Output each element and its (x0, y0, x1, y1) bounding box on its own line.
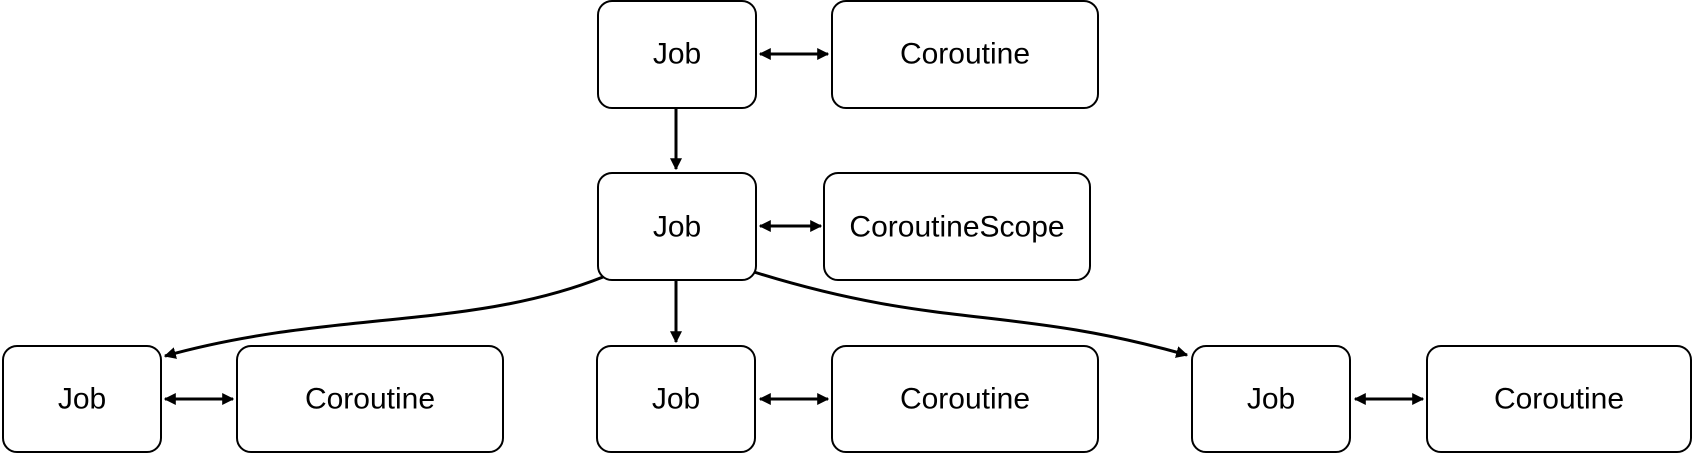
edge-scope-job-to-left-job (163, 275, 604, 359)
node-label: Job (652, 383, 700, 416)
node-right-job: Job (1191, 345, 1351, 453)
node-root-job: Job (597, 0, 757, 109)
edges (163, 48, 1425, 405)
node-label: CoroutineScope (849, 211, 1064, 244)
node-middle-coroutine: Coroutine (831, 345, 1099, 453)
edge-scope-job-to-right-job (753, 270, 1189, 358)
node-label: Job (1247, 383, 1295, 416)
node-left-coroutine: Coroutine (236, 345, 504, 453)
node-label: Job (653, 211, 701, 244)
node-root-coroutine: Coroutine (831, 0, 1099, 109)
node-middle-job: Job (596, 345, 756, 453)
node-scope-job: Job (597, 172, 757, 281)
node-label: Coroutine (1494, 383, 1624, 416)
node-coroutine-scope: CoroutineScope (823, 172, 1091, 281)
node-right-coroutine: Coroutine (1426, 345, 1692, 453)
node-left-job: Job (2, 345, 162, 453)
node-label: Coroutine (900, 383, 1030, 416)
node-label: Coroutine (305, 383, 435, 416)
node-label: Job (653, 38, 701, 71)
node-label: Job (58, 383, 106, 416)
node-label: Coroutine (900, 38, 1030, 71)
